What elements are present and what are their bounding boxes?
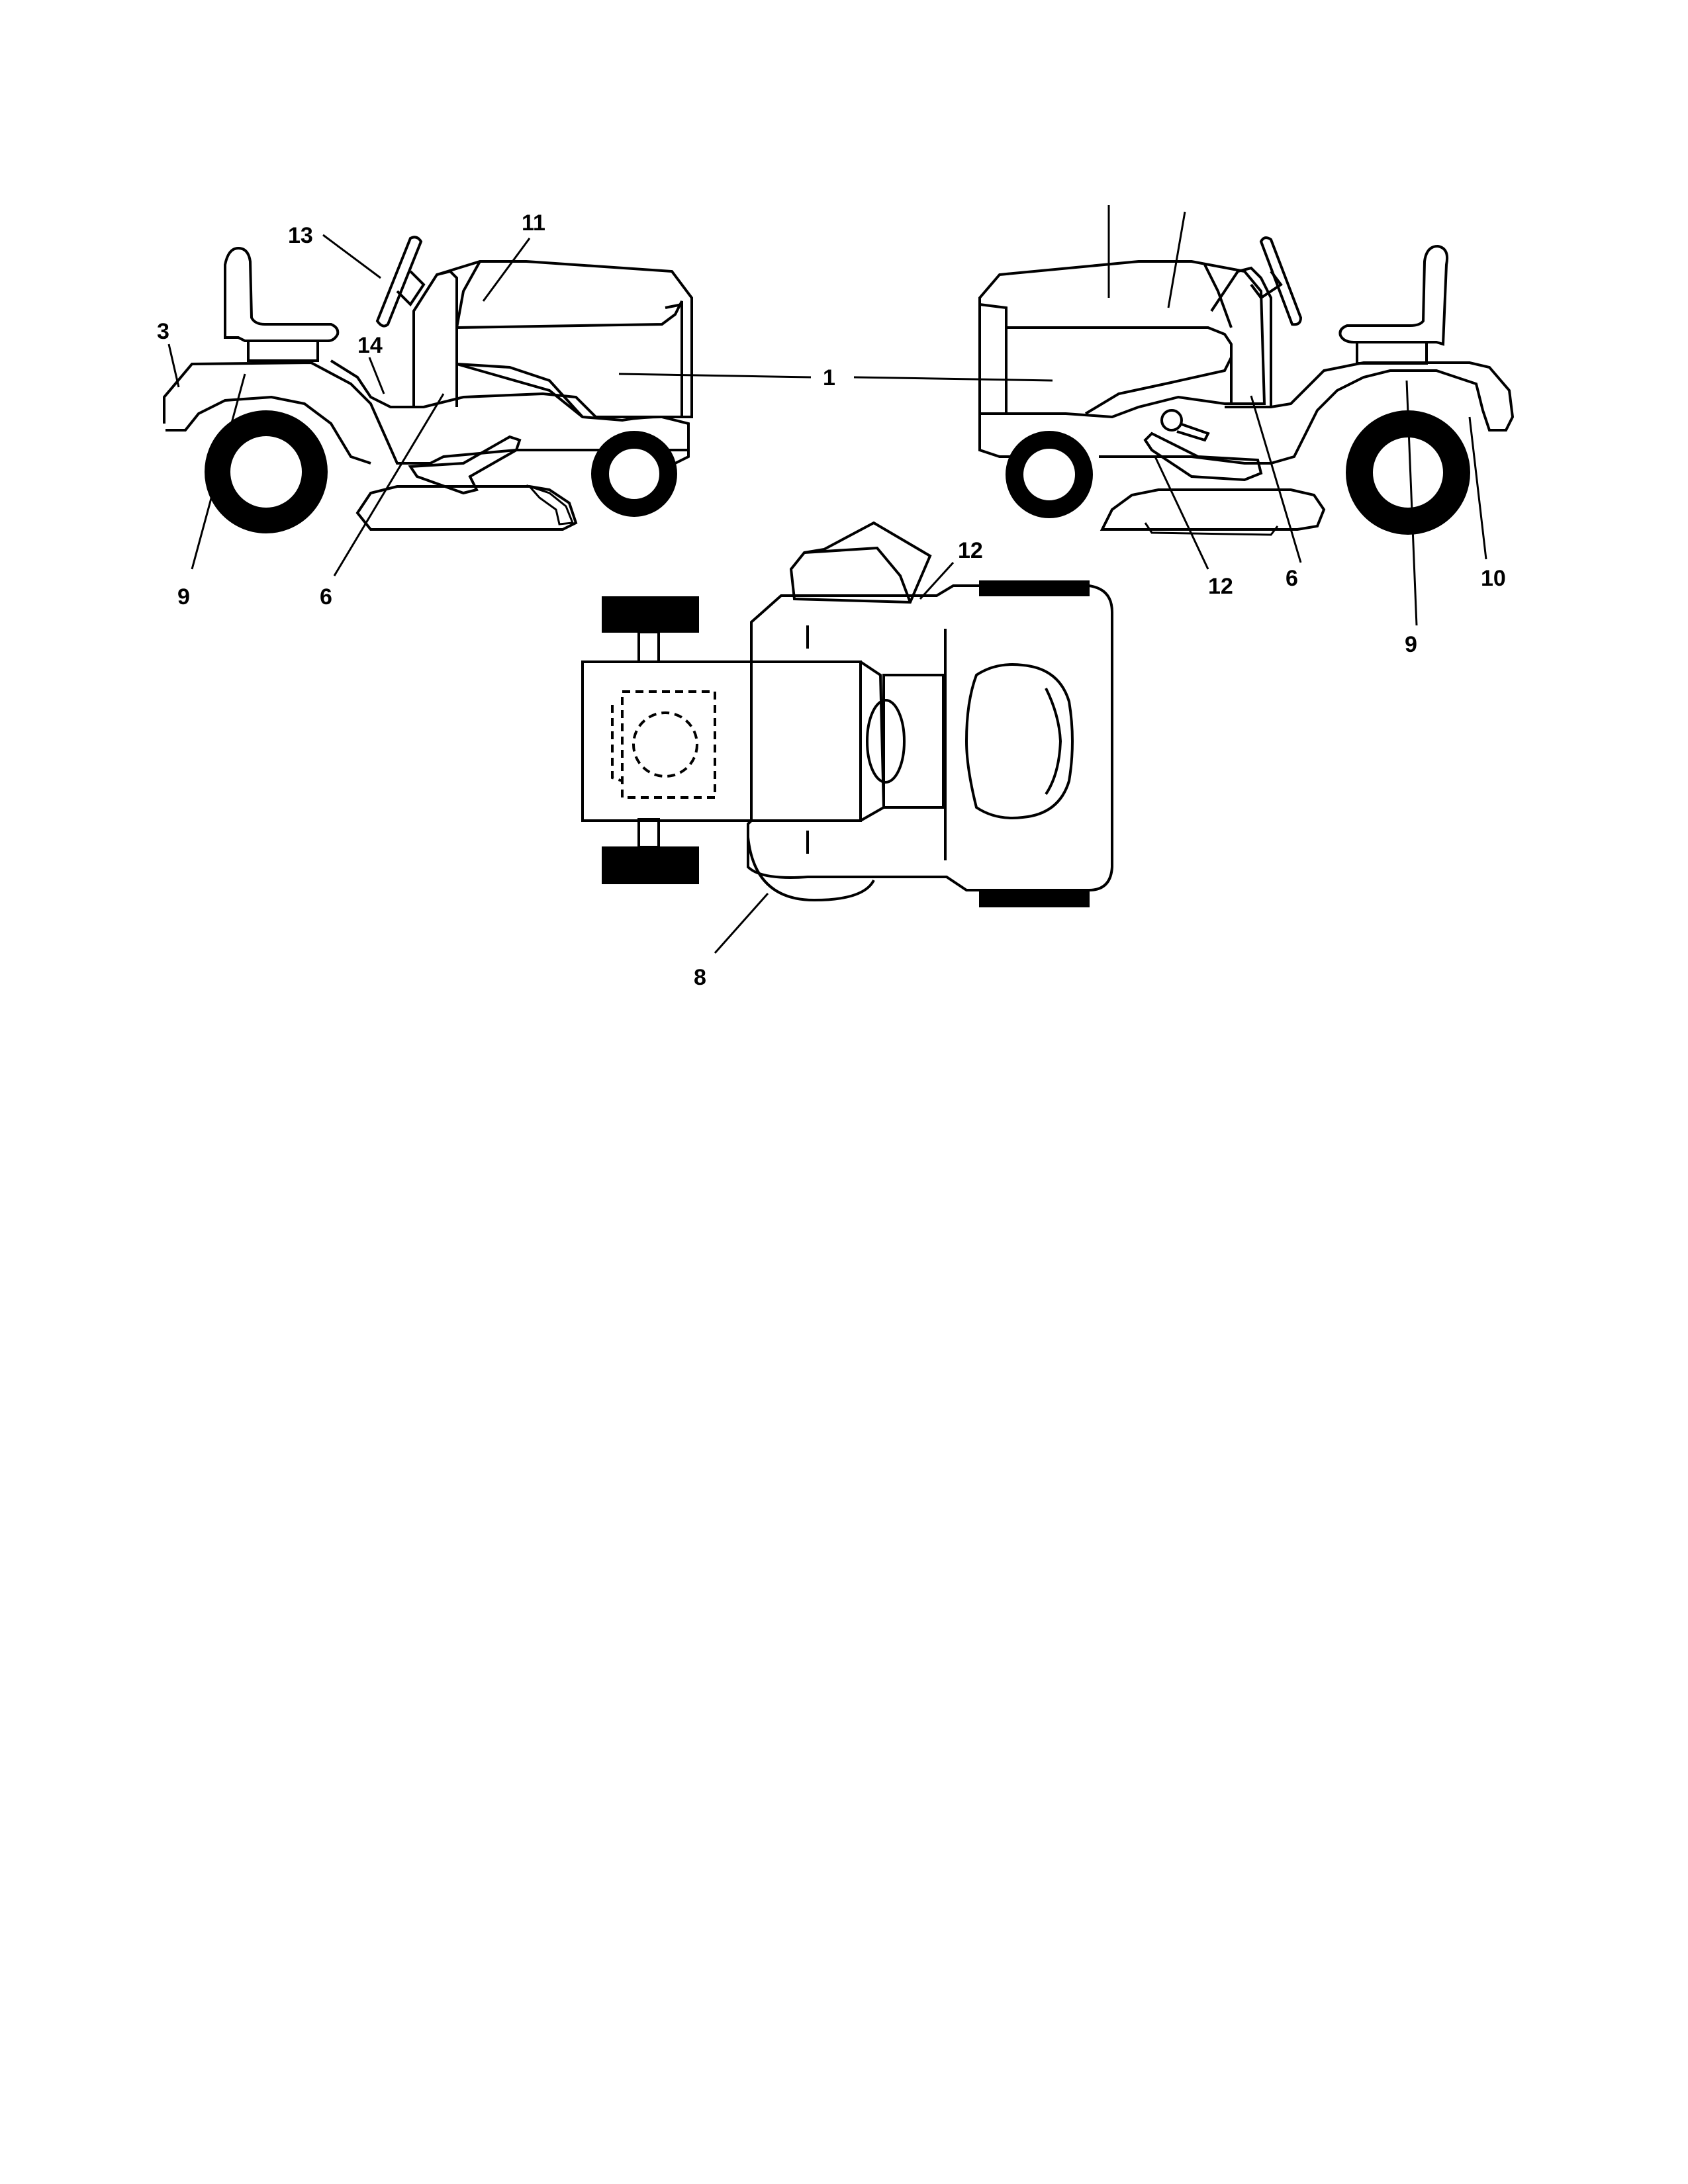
seat xyxy=(224,246,340,342)
steering-column-top xyxy=(866,699,906,784)
seat-top xyxy=(964,663,1074,819)
hood-right xyxy=(978,260,1266,419)
front-wheel-left xyxy=(591,431,677,517)
callout-6-left: 6 xyxy=(320,584,332,610)
callout-6-right: 6 xyxy=(1286,566,1298,591)
discharge-chute xyxy=(789,521,932,604)
seat-right xyxy=(1338,244,1449,346)
steering-wheel-right xyxy=(1259,236,1303,326)
seat-base xyxy=(247,340,319,362)
dash-panel-right xyxy=(1210,266,1272,407)
engine-flywheel-dashed xyxy=(632,711,698,778)
callout-9-left: 9 xyxy=(177,584,190,610)
front-wheel-right xyxy=(1006,431,1093,518)
front-tire-top xyxy=(602,596,699,633)
lever-linkage-right xyxy=(1143,432,1263,482)
front-axle-top xyxy=(637,631,660,663)
tractor-top-view xyxy=(581,521,1113,907)
rear-tire-top xyxy=(979,580,1090,596)
callout-1: 1 xyxy=(823,365,835,390)
callout-12-top: 12 xyxy=(958,538,983,563)
mower-deck xyxy=(355,485,578,531)
mower-deck-top xyxy=(747,837,875,902)
hood-top xyxy=(581,660,862,822)
body-outline-top xyxy=(747,584,1113,891)
callout-11: 11 xyxy=(522,210,545,236)
leader-lines xyxy=(167,205,1487,954)
callout-8: 8 xyxy=(694,965,706,990)
front-tire-bottom xyxy=(602,846,699,884)
seat-base-right xyxy=(1356,341,1428,365)
callout-10: 10 xyxy=(1481,566,1506,591)
callout-14: 14 xyxy=(357,333,383,358)
callout-labels: 13 11 3 14 1 9 6 12 6 9 10 12 8 xyxy=(157,210,1506,990)
tractor-left-side-view xyxy=(163,236,693,533)
rear-wheel-left xyxy=(205,410,328,533)
tractor-right-side-view xyxy=(978,236,1515,536)
callout-3: 3 xyxy=(157,319,169,344)
callout-9-right: 9 xyxy=(1405,632,1417,657)
engine-outline-dashed xyxy=(621,690,716,799)
rear-tire-bottom xyxy=(979,891,1090,907)
key-knob-right xyxy=(1160,409,1183,432)
hood xyxy=(436,260,693,422)
callout-13: 13 xyxy=(288,223,313,248)
steering-wheel xyxy=(375,236,423,328)
front-axle-bottom xyxy=(637,818,660,848)
brake-pedal-linkage xyxy=(408,435,522,495)
callout-12-right: 12 xyxy=(1208,574,1233,599)
mower-deck-right xyxy=(1100,488,1326,531)
